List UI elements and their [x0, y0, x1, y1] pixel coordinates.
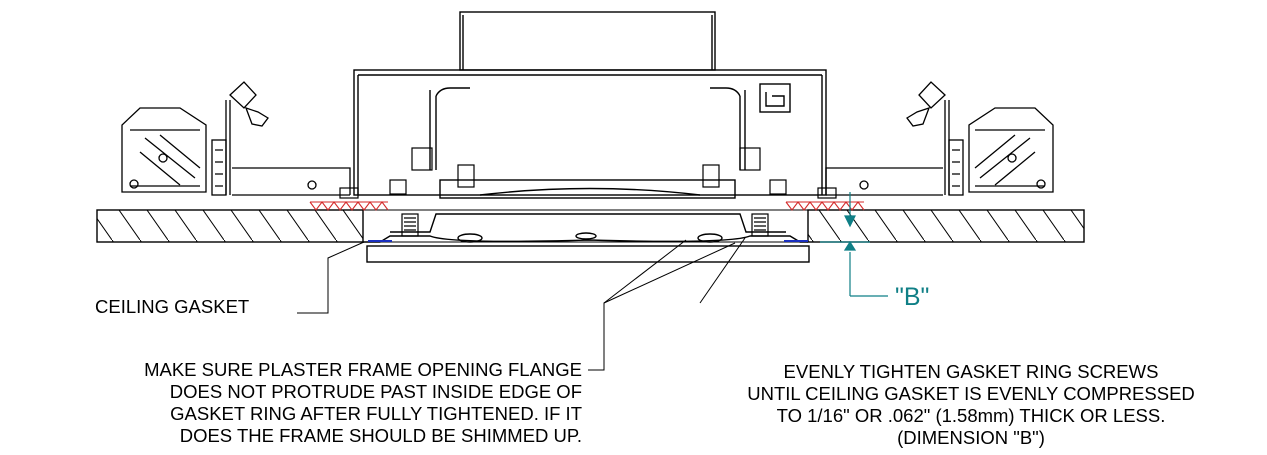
- left-mounting-bracket: [121, 81, 351, 196]
- plaster-note-line: DOES NOT PROTRUDE PAST INSIDE EDGE OF: [169, 381, 582, 402]
- leader-lines: [297, 237, 746, 371]
- plaster-frame-note: MAKE SURE PLASTER FRAME OPENING FLANGE D…: [34, 359, 582, 447]
- tighten-note-line: (DIMENSION "B"): [897, 427, 1045, 448]
- plaster-note-line: GASKET RING AFTER FULLY TIGHTENED. IF IT: [170, 403, 582, 424]
- ceiling-gasket-label: CEILING GASKET: [95, 296, 250, 317]
- plaster-note-line: MAKE SURE PLASTER FRAME OPENING FLANGE: [144, 359, 582, 380]
- gasket-ring-screws: [339, 147, 837, 237]
- right-mounting-bracket: [825, 81, 1054, 196]
- tighten-note-line: EVENLY TIGHTEN GASKET RING SCREWS: [783, 361, 1159, 382]
- gasket-ring: [363, 213, 810, 263]
- dimension-b: [820, 192, 888, 297]
- plaster-note-line: DOES THE FRAME SHOULD BE SHIMMED UP.: [179, 425, 582, 446]
- dimension-b-label: "B": [895, 283, 930, 311]
- ceiling-gasket-zigzag: [309, 201, 865, 211]
- tighten-note-line: TO 1/16" OR .062" (1.58mm) THICK OR LESS…: [776, 405, 1166, 426]
- housing: [353, 69, 827, 199]
- tighten-note-line: UNTIL CEILING GASKET IS EVENLY COMPRESSE…: [747, 383, 1195, 404]
- tighten-screws-note: EVENLY TIGHTEN GASKET RING SCREWS UNTIL …: [650, 361, 1267, 449]
- top-junction-box: [459, 11, 716, 71]
- ceiling-section: [96, 209, 1085, 243]
